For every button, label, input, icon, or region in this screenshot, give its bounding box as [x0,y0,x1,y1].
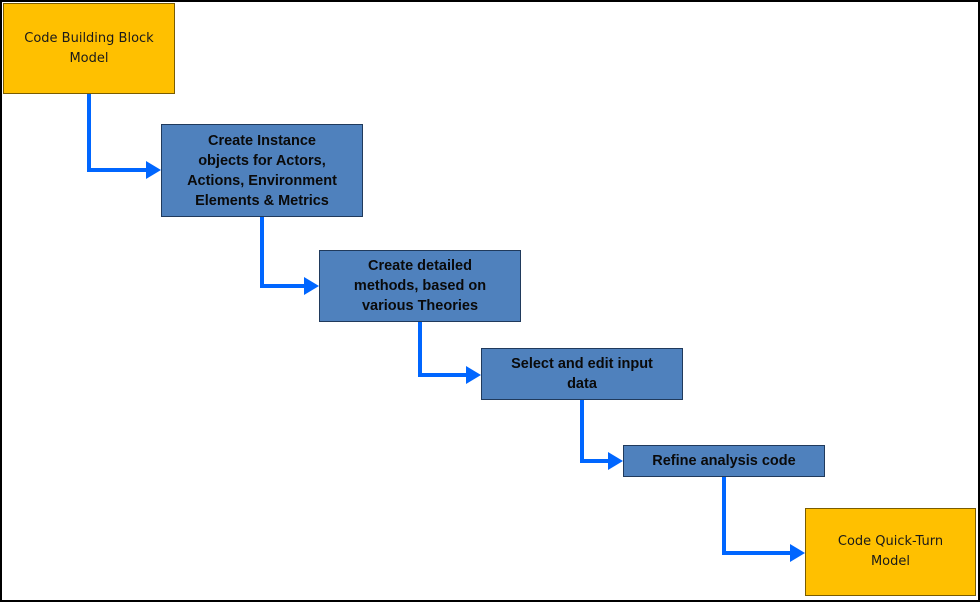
connector-step4-to-end [722,477,792,555]
arrowhead-icon [466,366,481,384]
step-label: Refine analysis code [652,453,796,469]
step-create-detailed-methods: Create detailed methods, based on variou… [319,250,521,322]
connector-start-to-step1 [87,94,148,172]
arrowhead-icon [790,544,805,562]
connector-step1-to-step2 [260,217,306,288]
arrowhead-icon [146,161,161,179]
connector-step2-to-step3 [418,322,468,377]
start-node-code-building-block-model: Code Building Block Model [3,3,175,94]
start-node-label: Code Building Block Model [24,30,154,66]
step-create-instance-objects: Create Instance objects for Actors, Acti… [161,124,363,217]
step-label: Create Instance objects for Actors, Acti… [187,132,337,209]
step-select-edit-input-data: Select and edit input data [481,348,683,400]
arrowhead-icon [304,277,319,295]
step-label: Select and edit input data [511,356,653,392]
step-label: Create detailed methods, based on variou… [353,258,487,314]
arrowhead-icon [608,452,623,470]
end-node-code-quick-turn-model: Code Quick-Turn Model [805,508,976,596]
step-refine-analysis-code: Refine analysis code [623,445,825,477]
end-node-label: Code Quick-Turn Model [837,534,944,569]
connector-step3-to-step4 [580,400,610,463]
